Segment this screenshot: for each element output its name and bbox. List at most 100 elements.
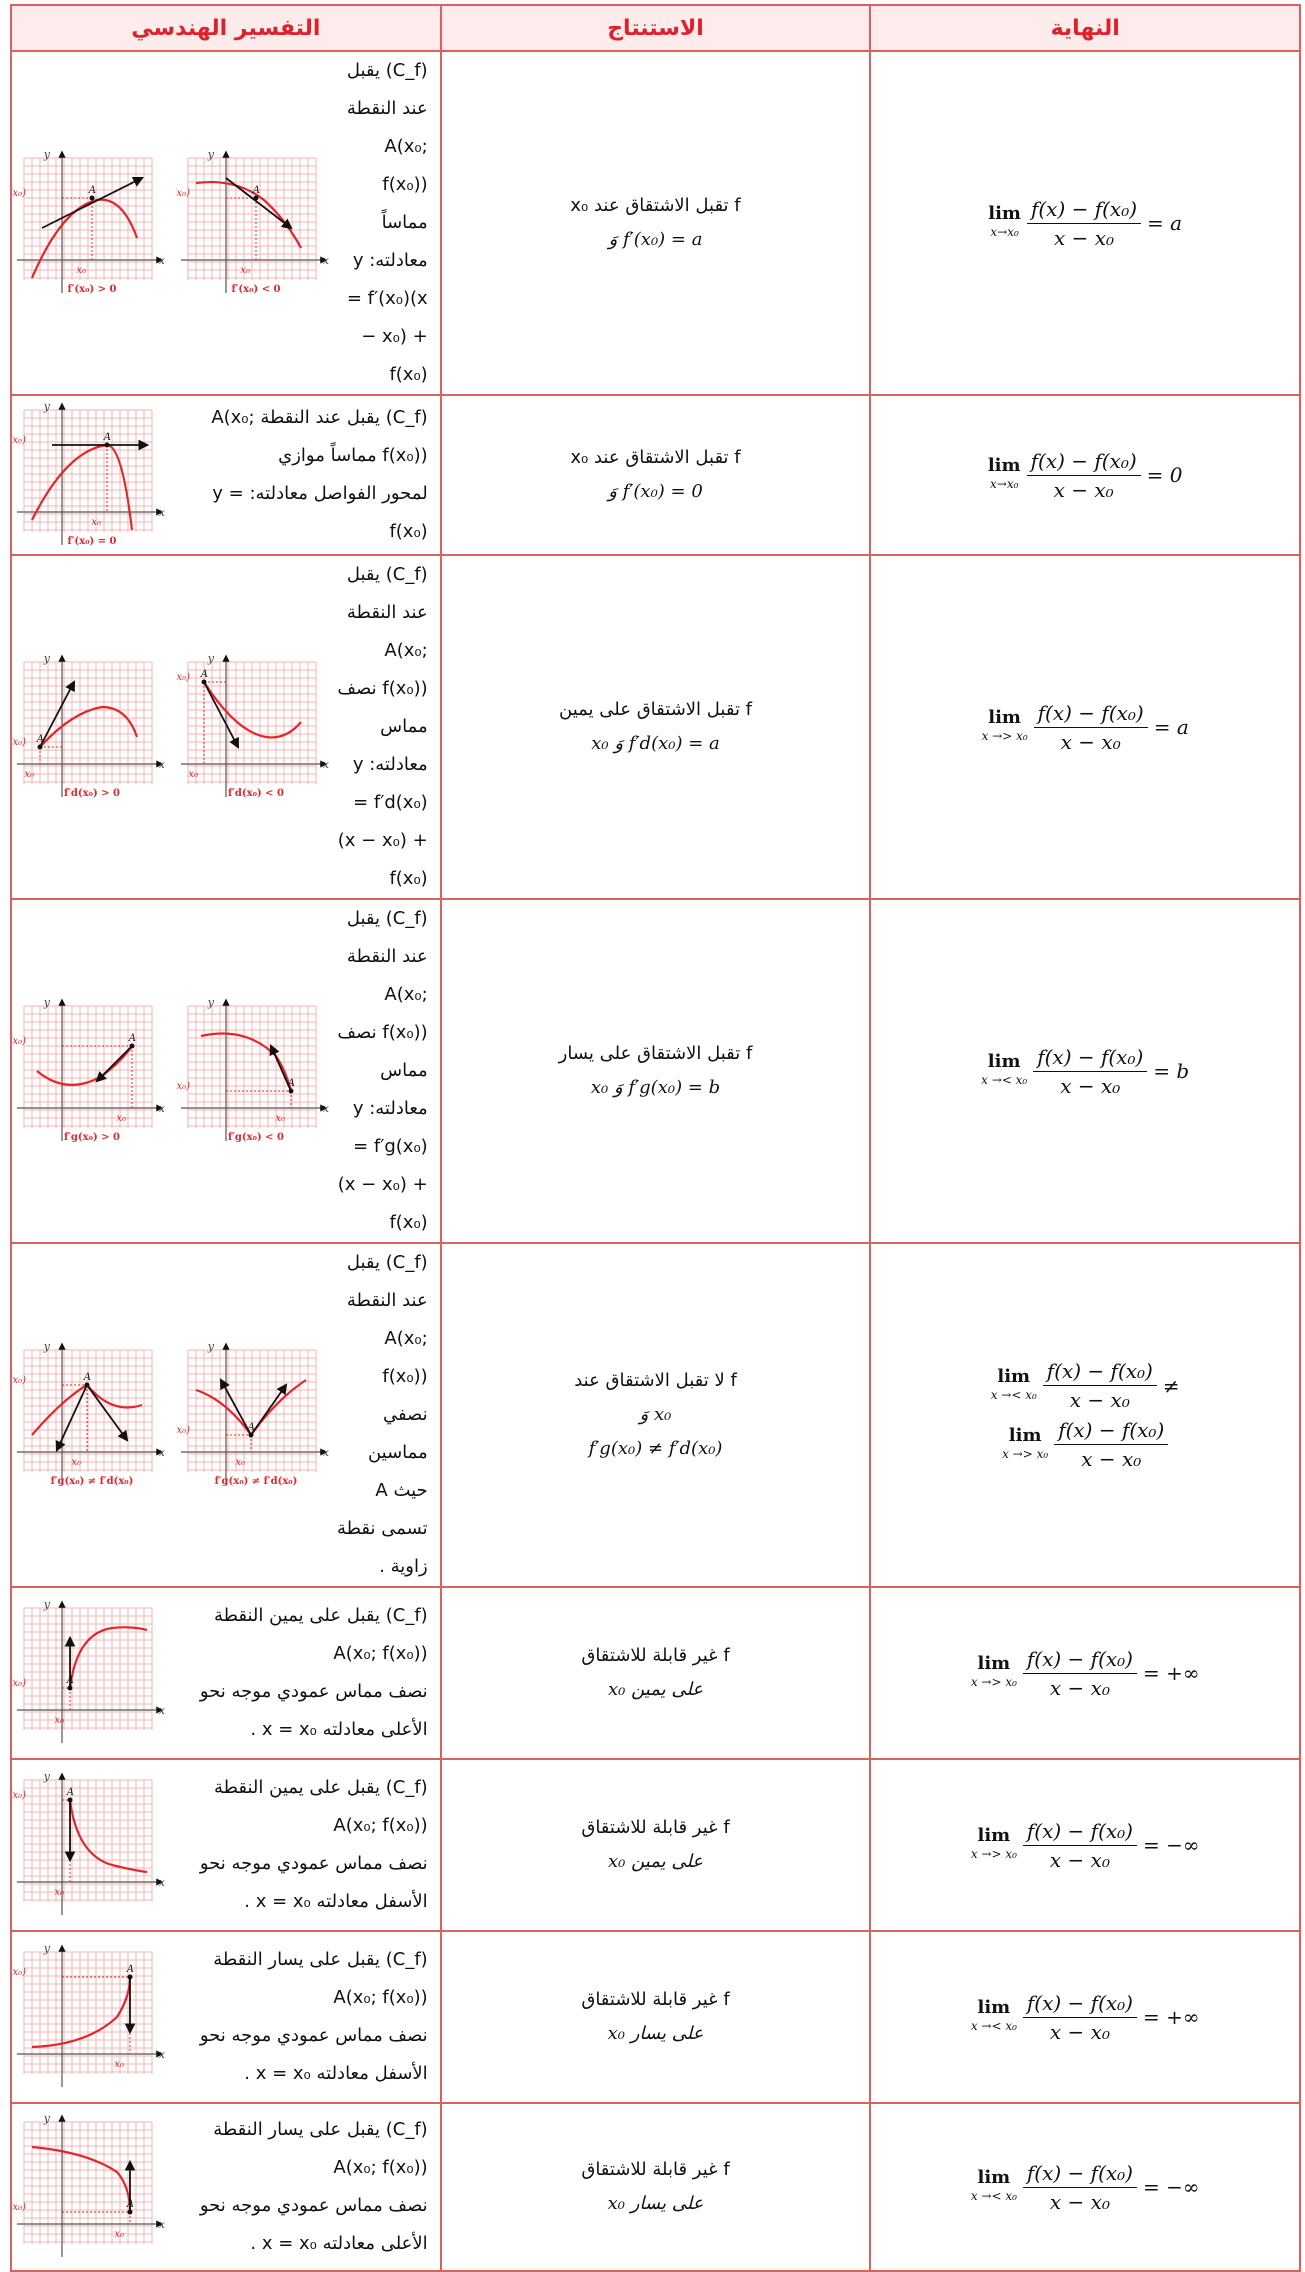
point-a-label: A [252, 185, 260, 196]
lim-word: lim [1008, 1424, 1042, 1446]
header-limit: النهاية [869, 4, 1301, 52]
x0-label: x₀ [114, 2229, 124, 2240]
point-a-label: A [66, 1787, 74, 1798]
graph-figure: xyAx₀f(x₀)f′(x₀) > 0 [12, 148, 166, 295]
interpretation-cell: (C_f) يقبل عند النقطة A(x₀; f(x₀)) نصف م… [10, 554, 442, 900]
interpretation-line: لمحور الفواصل معادلته: y = f(x₀) [212, 483, 428, 542]
x0-label: x₀ [240, 265, 250, 276]
interpretation-line: (C_f) يقبل عند النقطة A(x₀; f(x₀)) نصف [337, 908, 428, 1043]
point-a-label: A [287, 1078, 295, 1089]
graph-figure: xyAx₀f(x₀)f′g(x₀) > 0 [12, 996, 166, 1143]
point-a [84, 1382, 90, 1388]
interpretation-line: (C_f) يقبل على يمين النقطة A(x₀; f(x₀)) [213, 1605, 428, 1664]
lim-sub: x →> x₀ [1002, 1446, 1049, 1461]
graph-figure: xyAx₀f(x₀)f′(x₀) = 0 [12, 400, 166, 547]
x-axis-label: x [159, 1102, 166, 1115]
frac-numerator: f(x) − f(x₀) [1026, 197, 1142, 224]
frac-numerator: f(x) − f(x₀) [1033, 1045, 1148, 1072]
x-axis-label: x [159, 1876, 166, 1889]
conclusion-cell: f غير قابلة للاشتقاق على يمين x₀ [439, 1758, 872, 1932]
point-a [248, 1432, 254, 1438]
function-curve [195, 181, 302, 249]
conclusion-line: f′(x₀) = a وَ [608, 229, 703, 250]
limit-result: = −∞ [1142, 1833, 1200, 1857]
interpretation-cell: (C_f) يقبل على يسار النقطة A(x₀; f(x₀)) … [10, 2102, 442, 2272]
fx0-label: f(x₀) [176, 672, 190, 683]
tangent-arrow [86, 1384, 129, 1442]
y-axis-label: y [43, 2112, 51, 2125]
lim-word: lim [987, 1051, 1021, 1072]
interpretation-line: (C_f) يقبل عند النقطة A(x₀; f(x₀)) مماسا… [346, 60, 428, 233]
lim-word: lim [977, 1825, 1011, 1846]
function-curve [39, 705, 139, 748]
y-axis-label: y [207, 652, 215, 665]
header-interpretation: التفسير الهندسي [10, 4, 442, 52]
point-a [127, 1974, 133, 1980]
x0-label: x₀ [116, 1113, 126, 1124]
x-axis-label: x [323, 758, 330, 771]
conclusion-line: f غير قابلة للاشتقاق [581, 1989, 730, 2010]
graph-caption: f′g(x₀) ≠ f′d(x₀) [51, 1476, 134, 1487]
lim-sub: x→x₀ [990, 225, 1019, 239]
tangent-arrow [41, 177, 144, 229]
lim-sub: x →< x₀ [990, 1387, 1037, 1402]
interpretation-cell: (C_f) يقبل عند النقطة A(x₀; f(x₀)) مماسا… [10, 394, 442, 556]
conclusion-cell: f تقبل الاشتقاق عند x₀ f′(x₀) = a وَ [439, 50, 872, 396]
interpretation-cell: (C_f) يقبل عند النقطة A(x₀; f(x₀)) نصفي … [10, 1242, 442, 1588]
graph-figure: xyAx₀f(x₀) [12, 2112, 166, 2257]
point-a [104, 442, 110, 448]
frac-denominator: x − x₀ [1081, 1447, 1142, 1471]
point-a-label: A [247, 1422, 255, 1433]
conclusion-line: على يسار x₀ [607, 2193, 704, 2214]
conclusion-cell: f تقبل الاشتقاق على يمين f′d(x₀) = a وَ … [439, 554, 872, 900]
point-a-label: A [88, 185, 96, 196]
header-conclusion: الاستنتاج [439, 4, 872, 52]
limit-result: ≠ [1162, 1373, 1180, 1398]
fx0-label: f(x₀) [12, 1678, 26, 1689]
frac-denominator: x − x₀ [1049, 2019, 1110, 2044]
frac-numerator: f(x) − f(x₀) [1022, 1991, 1137, 2018]
function-curve [31, 1976, 132, 2049]
conclusion-line: f تقبل الاشتقاق عند x₀ [570, 447, 741, 468]
frac-numerator: f(x) − f(x₀) [1022, 1647, 1137, 1674]
fx0-label: f(x₀) [12, 737, 26, 748]
conclusion-line: على يمين x₀ [607, 1679, 704, 1700]
limit-result: = +∞ [1142, 2005, 1200, 2029]
conclusion-line: f لا تقبل الاشتقاق عند [574, 1370, 737, 1391]
graph-figure: xyAx₀f(x₀) [12, 1770, 166, 1915]
interpretation-line: مماس معادلته: y = f′g(x₀)(x − x₀) + f(x₀… [337, 1060, 428, 1233]
graph-caption: f′(x₀) < 0 [231, 284, 280, 295]
graph-figure: xyAx₀f(x₀)f′(x₀) < 0 [176, 148, 330, 295]
y-axis-label: y [207, 996, 215, 1009]
conclusion-cell: f غير قابلة للاشتقاق على يسار x₀ [439, 2102, 872, 2272]
point-a [129, 1043, 135, 1049]
x0-label: x₀ [54, 1715, 64, 1726]
graph-figure: xyAx₀f(x₀)f′g(x₀) ≠ f′d(x₀) [176, 1340, 330, 1487]
y-axis-label: y [43, 1598, 51, 1611]
x0-label: x₀ [235, 1457, 245, 1468]
x0-label: x₀ [188, 769, 198, 780]
conclusion-line: f غير قابلة للاشتقاق [581, 1645, 730, 1666]
graph-caption: f′d(x₀) < 0 [228, 788, 284, 799]
limit-result: = −∞ [1142, 2175, 1200, 2199]
fx0-label: f(x₀) [176, 1081, 190, 1092]
x-axis-label: x [159, 2048, 166, 2061]
frac-denominator: x − x₀ [1049, 2189, 1110, 2214]
x0-label: x₀ [76, 265, 86, 276]
conclusion-cell: f غير قابلة للاشتقاق على يسار x₀ [439, 1930, 872, 2104]
y-axis-label: y [43, 1942, 51, 1955]
graph-figure: xyAx₀f(x₀) [12, 1598, 166, 1743]
graph-caption: f′g(x₀) ≠ f′d(x₀) [215, 1476, 298, 1487]
point-a-label: A [83, 1372, 91, 1383]
point-a [201, 679, 207, 685]
frac-denominator: x − x₀ [1049, 1675, 1110, 1700]
limit-result: = +∞ [1142, 1661, 1200, 1685]
x0-label: x₀ [54, 1887, 64, 1898]
